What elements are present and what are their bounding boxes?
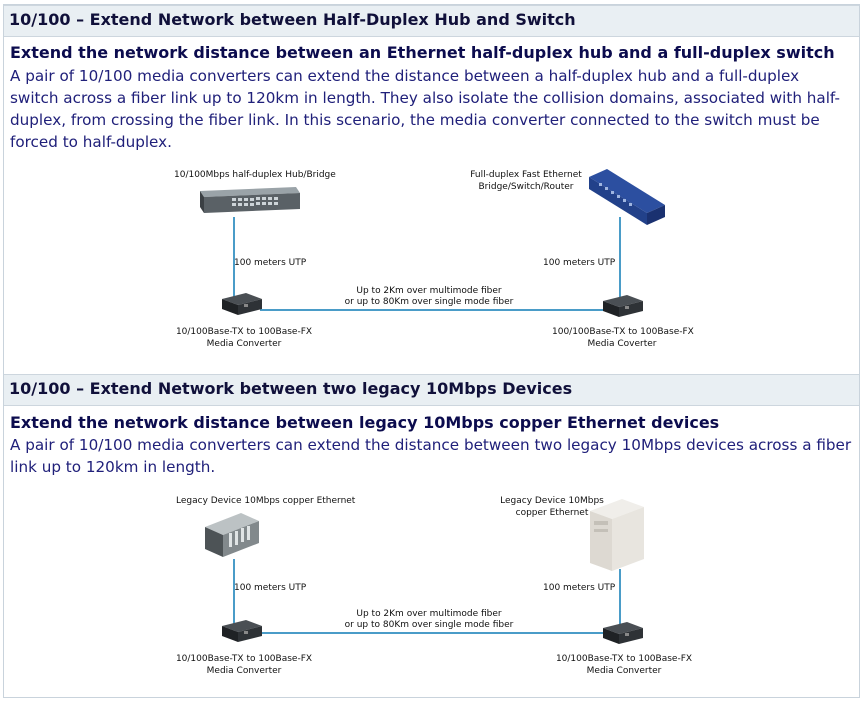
legacy-left-device-icon	[205, 513, 259, 557]
section1-paragraph: A pair of 10/100 media converters can ex…	[10, 67, 840, 151]
fiber-line	[260, 309, 606, 311]
section1-header: 10/100 – Extend Network between Half-Dup…	[9, 10, 576, 29]
right-converter-label-2: Media Coverter	[587, 339, 657, 349]
legacy-left-utp-line	[233, 559, 235, 629]
section1-header-bar: 10/100 – Extend Network between Half-Dup…	[4, 5, 859, 37]
legacy-right-label-2: copper Ethernet	[515, 508, 589, 518]
section1-diagram: 10/100Mbps half-duplex Hub/Bridge Full-d…	[4, 155, 859, 375]
section2-diagram: Legacy Device 10Mbps copper Ethernet Leg…	[4, 483, 859, 697]
right-utp-label: 100 meters UTP	[543, 258, 616, 268]
legacy-left-converter-label-2: Media Converter	[206, 666, 282, 676]
section2-subtitle: Extend the network distance between lega…	[10, 413, 720, 432]
left-converter-icon	[222, 293, 262, 315]
legacy-right-device-icon	[590, 499, 644, 571]
right-utp-line	[619, 217, 621, 301]
fiber-label-1: Up to 2Km over multimode fiber	[356, 286, 502, 296]
switch-device-icon	[589, 169, 665, 225]
left-device-label: 10/100Mbps half-duplex Hub/Bridge	[174, 170, 336, 180]
section2-header-bar: 10/100 – Extend Network between two lega…	[4, 374, 859, 406]
legacy-fiber-line	[260, 632, 606, 634]
legacy-left-utp-label: 100 meters UTP	[234, 583, 307, 593]
left-utp-label: 100 meters UTP	[234, 258, 307, 268]
hub-device-icon	[200, 187, 300, 213]
content-frame: 10/100 – Extend Network between Half-Dup…	[3, 4, 860, 698]
section1-subtitle: Extend the network distance between an E…	[10, 43, 835, 62]
legacy-fiber-label-2: or up to 80Km over single mode fiber	[344, 620, 514, 630]
section2-paragraph: A pair of 10/100 media converters can ex…	[10, 436, 852, 476]
fiber-label-2: or up to 80Km over single mode fiber	[344, 297, 514, 307]
section2-header: 10/100 – Extend Network between two lega…	[9, 379, 573, 398]
right-converter-icon	[603, 295, 643, 317]
legacy-right-converter-label-1: 10/100Base-TX to 100Base-FX	[555, 654, 693, 664]
left-converter-label-2: Media Converter	[206, 339, 282, 349]
legacy-left-converter-label-1: 10/100Base-TX to 100Base-FX	[175, 654, 313, 664]
legacy-right-label-1: Legacy Device 10Mbps	[500, 496, 604, 506]
left-converter-label-1: 10/100Base-TX to 100Base-FX	[175, 327, 313, 337]
legacy-right-converter-icon	[603, 622, 643, 644]
left-utp-line	[233, 217, 235, 299]
legacy-right-utp-label: 100 meters UTP	[543, 583, 616, 593]
legacy-right-converter-label-2: Media Converter	[586, 666, 662, 676]
right-device-label-2: Bridge/Switch/Router	[478, 182, 574, 192]
legacy-left-converter-icon	[222, 620, 262, 642]
right-converter-label-1: 100/100Base-TX to 100Base-FX	[552, 327, 694, 337]
legacy-fiber-label-1: Up to 2Km over multimode fiber	[356, 609, 502, 619]
legacy-left-label: Legacy Device 10Mbps copper Ethernet	[176, 496, 356, 506]
right-device-label-1: Full-duplex Fast Ethernet	[470, 170, 582, 180]
legacy-right-utp-line	[619, 569, 621, 631]
